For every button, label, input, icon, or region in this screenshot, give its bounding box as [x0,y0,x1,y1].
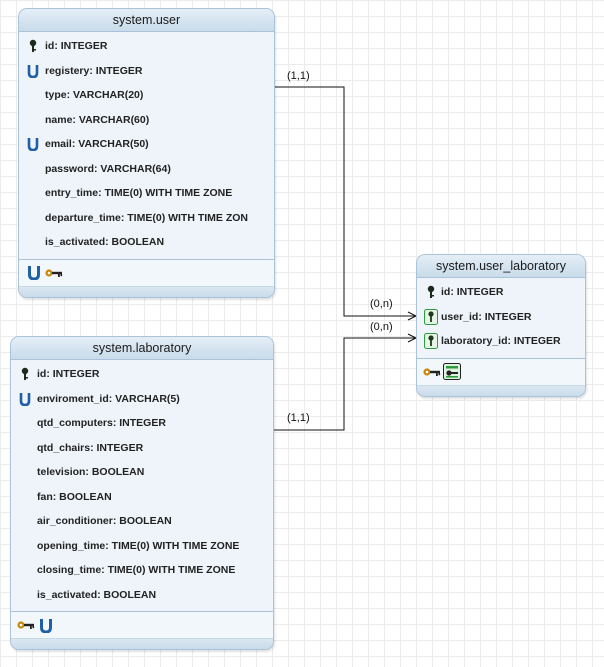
laboratory-cardinality-from: (1,1) [287,412,310,424]
table-footer [417,357,585,385]
column-label: entry_time: TIME(0) WITH TIME ZONE [45,187,233,199]
column-label: qtd_computers: INTEGER [37,417,166,429]
key-index-icon[interactable] [423,364,441,380]
column-row[interactable]: registery: INTEGER [19,59,274,84]
column-label: is_activated: BOOLEAN [45,236,165,248]
column-row[interactable]: qtd_chairs: INTEGER [11,436,273,461]
key-index-icon[interactable] [17,617,35,633]
column-label: id: INTEGER [45,40,108,52]
column-row[interactable]: name: VARCHAR(60) [19,108,274,133]
column-label: is_activated: BOOLEAN [37,588,157,601]
column-list: id: INTEGER user_id: INTEGER laboratory_id… [417,278,585,358]
column-row[interactable]: closing_time: TIME(0) WITH TIME ZONE [11,558,273,583]
foreign-key-index-icon[interactable] [443,363,461,380]
table-footer [19,258,274,286]
table-bottom [19,285,274,297]
column-row[interactable]: air_conditioner: BOOLEAN [11,509,273,534]
column-label: opening_time: TIME(0) WITH TIME ZONE [37,539,240,552]
column-list: id: INTEGER enviroment_id: VARCHAR(5) qtd_… [11,360,273,611]
column-row[interactable]: type: VARCHAR(20) [19,83,274,108]
column-row[interactable]: enviroment_id: VARCHAR(5) [11,387,273,412]
column-label: qtd_chairs: INTEGER [37,441,144,454]
column-label: user_id: INTEGER [441,310,532,323]
column-label: name: VARCHAR(60) [45,113,150,126]
column-label: departure_time: TIME(0) WITH TIME ZON [45,211,249,224]
column-row[interactable]: departure_time: TIME(0) WITH TIME ZON [19,206,274,231]
laboratory-cardinality-to: (0,n) [370,321,393,333]
column-label: closing_time: TIME(0) WITH TIME ZONE [37,564,236,576]
column-label: id: INTEGER [441,286,504,298]
primary-key-icon [423,280,439,304]
column-row[interactable]: laboratory_id: INTEGER [417,329,585,354]
column-label: fan: BOOLEAN [37,490,112,503]
column-label: enviroment_id: VARCHAR(5) [37,392,180,405]
column-row[interactable]: is_activated: BOOLEAN [11,583,273,608]
table-bottom [417,384,585,396]
column-label: air_conditioner: BOOLEAN [37,515,172,527]
column-row[interactable]: is_activated: BOOLEAN [19,230,274,255]
column-row[interactable]: fan: BOOLEAN [11,485,273,510]
unique-index-icon[interactable] [37,617,55,633]
table-system-user-laboratory[interactable]: system.user_laboratory id: INTEGER user_i… [416,254,586,397]
column-row[interactable]: id: INTEGER [19,34,274,59]
key-index-icon[interactable] [45,265,63,281]
column-label: television: BOOLEAN [37,466,145,478]
table-system-user[interactable]: system.user id: INTEGER registery: INTEGE… [18,8,275,298]
column-label: type: VARCHAR(20) [45,89,144,101]
column-row[interactable]: qtd_computers: INTEGER [11,411,273,436]
unique-icon [25,132,41,156]
primary-key-icon [25,34,41,58]
user-relationship-line[interactable] [273,86,416,317]
table-system-laboratory[interactable]: system.laboratory id: INTEGER enviroment_… [10,336,274,650]
column-row[interactable]: entry_time: TIME(0) WITH TIME ZONE [19,181,274,206]
column-row[interactable]: opening_time: TIME(0) WITH TIME ZONE [11,534,273,559]
column-list: id: INTEGER registery: INTEGER type: VARCH… [19,32,274,259]
table-footer [11,611,273,638]
table-title[interactable]: system.laboratory [11,337,273,360]
user-cardinality-to: (0,n) [370,298,393,310]
column-row[interactable]: id: INTEGER [417,280,585,305]
primary-key-icon [17,362,33,386]
table-title[interactable]: system.user_laboratory [417,255,585,278]
table-title[interactable]: system.user [19,9,274,32]
unique-icon [25,59,41,83]
column-row[interactable]: id: INTEGER [11,362,273,387]
column-row[interactable]: user_id: INTEGER [417,305,585,330]
column-label: id: INTEGER [37,368,100,380]
column-row[interactable]: email: VARCHAR(50) [19,132,274,157]
foreign-key-icon [423,329,439,353]
table-bottom [11,638,273,649]
user-cardinality-from: (1,1) [287,70,310,82]
laboratory-relationship-line[interactable] [273,337,416,431]
column-row[interactable]: television: BOOLEAN [11,460,273,485]
unique-index-icon[interactable] [25,265,43,281]
column-label: password: VARCHAR(64) [45,162,171,175]
unique-icon [17,387,33,411]
column-label: email: VARCHAR(50) [45,138,149,150]
column-label: registery: INTEGER [45,64,143,77]
column-label: laboratory_id: INTEGER [441,335,561,347]
foreign-key-icon [423,305,439,329]
column-row[interactable]: password: VARCHAR(64) [19,157,274,182]
